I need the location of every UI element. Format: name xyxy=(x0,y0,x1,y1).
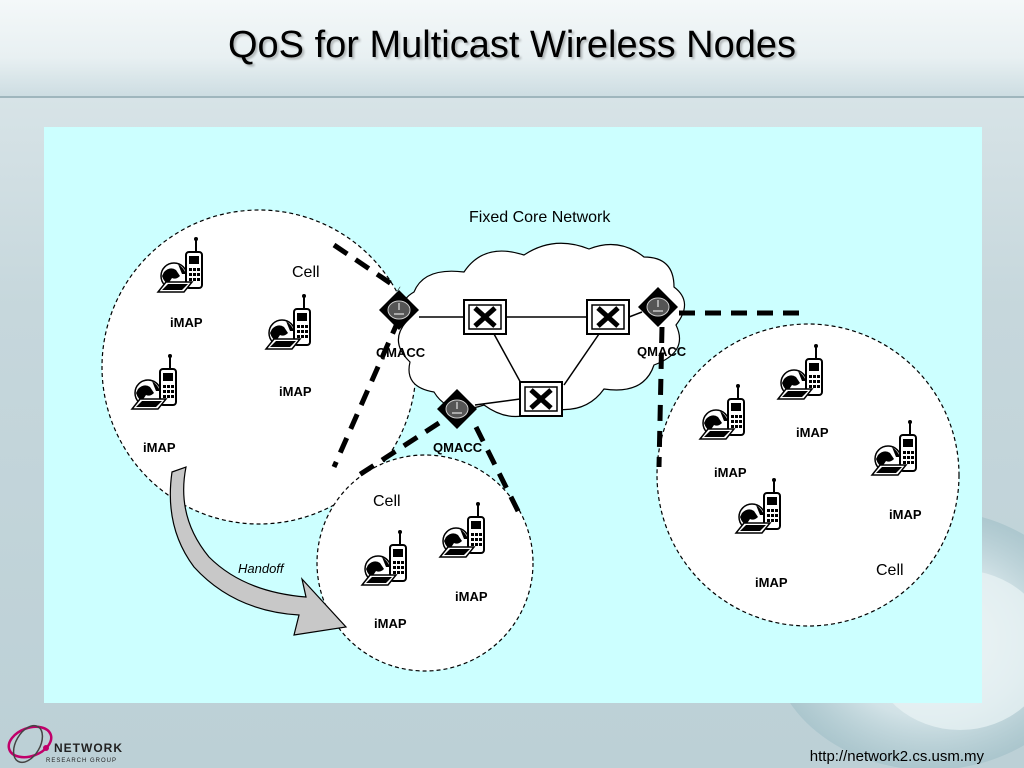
network-diagram: Fixed Core Network Cell Cell Cell QMACC … xyxy=(101,209,960,672)
svg-text:NETWORK: NETWORK xyxy=(54,741,123,755)
svg-text:RESEARCH GROUP: RESEARCH GROUP xyxy=(46,758,117,764)
core-switch-1 xyxy=(464,300,506,334)
qmacc-label: QMACC xyxy=(433,440,483,455)
cell-label: Cell xyxy=(292,264,320,281)
imap-label: iMAP xyxy=(714,465,747,480)
qmacc-label: QMACC xyxy=(376,345,426,360)
imap-label: iMAP xyxy=(279,384,312,399)
imap-label: iMAP xyxy=(796,425,829,440)
slide-title: QoS for Multicast Wireless Nodes xyxy=(227,24,797,66)
network-research-group-logo: NETWORK RESEARCH GROUP xyxy=(7,724,123,764)
core-network-cloud xyxy=(397,242,686,418)
cell-label: Cell xyxy=(876,562,904,579)
imap-label: iMAP xyxy=(170,315,203,330)
handoff-arrow xyxy=(169,466,348,636)
imap-label: iMAP xyxy=(143,440,176,455)
imap-label: iMAP xyxy=(889,507,922,522)
title-bar xyxy=(0,0,1024,98)
core-switch-2 xyxy=(587,300,629,334)
handoff-label: Handoff xyxy=(238,561,285,576)
cell-bottom xyxy=(316,454,534,672)
cell-label: Cell xyxy=(373,493,401,510)
core-switch-3 xyxy=(520,382,562,416)
core-network-label: Fixed Core Network xyxy=(469,209,611,226)
imap-label: iMAP xyxy=(455,589,488,604)
footer-url: http://network2.cs.usm.my xyxy=(809,748,984,765)
qmacc-label: QMACC xyxy=(637,344,687,359)
imap-label: iMAP xyxy=(755,575,788,590)
imap-label: iMAP xyxy=(374,616,407,631)
